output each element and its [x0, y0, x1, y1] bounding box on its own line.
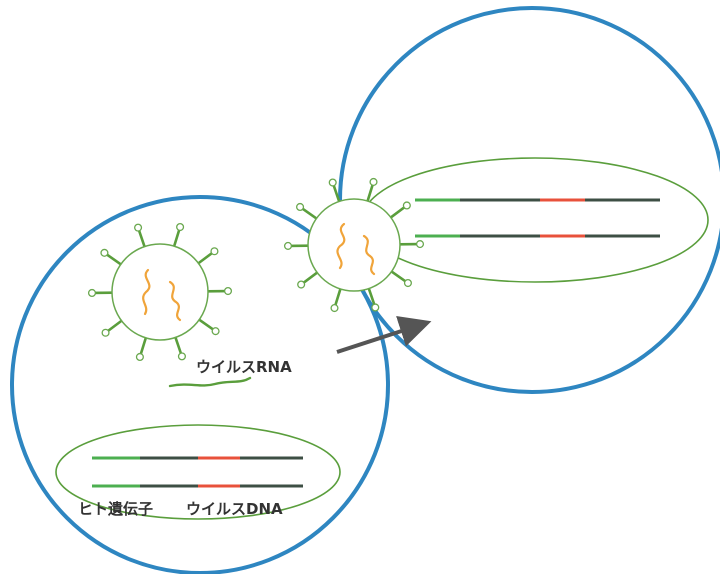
spike-tip: [176, 222, 185, 232]
spike-tip: [101, 328, 110, 337]
free-viral-rna-strand: [168, 376, 252, 388]
spike-tip: [87, 288, 97, 298]
spike-tip: [296, 202, 305, 212]
viral-rna-genome: [168, 280, 182, 322]
spike-tip: [283, 241, 293, 250]
viral-dna-label: ウイルスDNA: [186, 500, 283, 518]
virus-capsid: [307, 198, 401, 292]
spike-tip: [135, 352, 144, 362]
spike-tip: [369, 177, 378, 186]
nucleus-left: [55, 424, 341, 520]
transfer-arrow: [336, 315, 432, 354]
spike-tip: [211, 327, 220, 336]
virus-particle-left: [87, 222, 233, 362]
spike-tip: [403, 278, 412, 288]
human-gene-label: ヒト遺伝子: [78, 500, 153, 518]
spike-tip: [330, 304, 339, 313]
virus-capsid: [111, 243, 209, 341]
spike-tip: [100, 248, 109, 257]
spike-tip: [134, 223, 143, 232]
spike-tip: [210, 247, 219, 256]
spike-tip: [177, 352, 186, 361]
spike-tip: [415, 240, 425, 249]
spike-tip: [223, 286, 233, 296]
viral-rna-genome: [362, 234, 376, 276]
spike-tip: [328, 178, 337, 187]
viral-rna-genome: [142, 268, 151, 316]
spike-tip: [402, 201, 411, 210]
viral-rna-genome: [336, 222, 346, 270]
spike-tip: [297, 280, 306, 289]
host-cell-left: [10, 195, 390, 574]
spike-tip: [371, 303, 380, 312]
virus-particle-budding: [283, 177, 425, 313]
infected-cell-right: [338, 6, 720, 394]
viral-rna-label: ウイルスRNA: [196, 358, 292, 376]
